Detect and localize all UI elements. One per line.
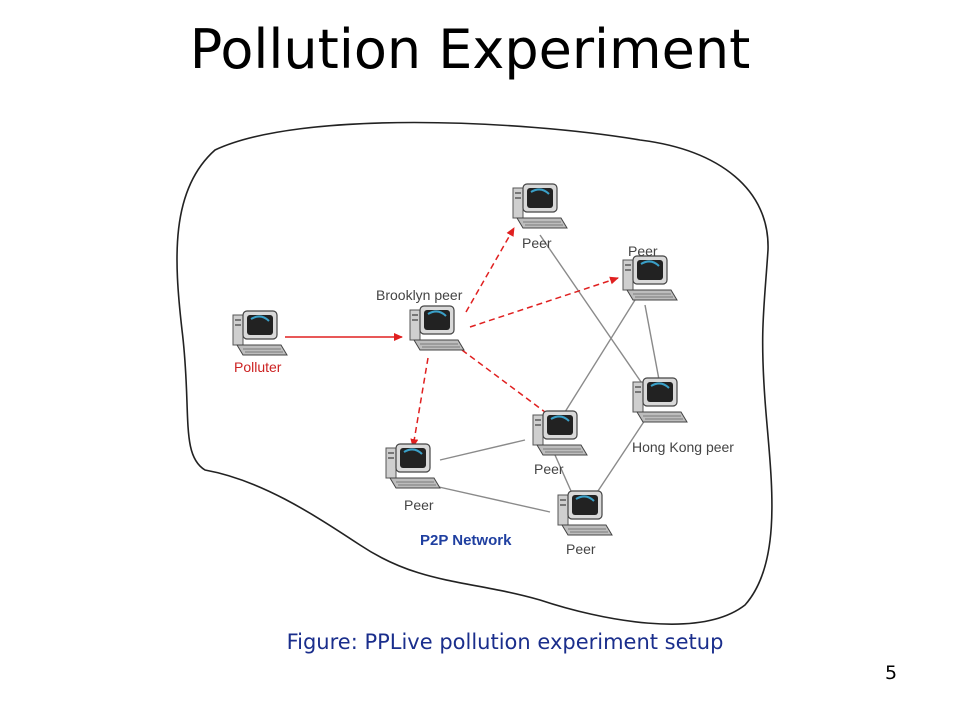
peer-right-computer-icon — [622, 255, 678, 301]
hongkong-peer-computer-icon — [632, 377, 688, 423]
peer-center-computer-icon — [532, 410, 588, 456]
peer-bottom-computer-icon — [557, 490, 613, 536]
link-top-hongkong — [539, 234, 651, 396]
link-brooklyn-center — [461, 349, 554, 419]
slide-title: Pollution Experiment — [189, 18, 751, 81]
brooklyn-peer-label: Brooklyn peer — [376, 287, 463, 303]
network-label: P2P Network — [420, 532, 512, 549]
peer-links — [429, 234, 661, 513]
link-brooklyn-top — [465, 227, 515, 313]
page-number: 5 — [885, 662, 898, 684]
peer-top-computer-icon — [512, 183, 568, 229]
hongkong-peer-label: Hong Kong peer — [632, 439, 734, 455]
link-brooklyn-left — [410, 357, 429, 448]
polluter-label: Polluter — [234, 359, 282, 375]
link-brooklyn-right — [469, 276, 619, 328]
peer-bottom-label: Peer — [566, 541, 596, 557]
network-boundary — [176, 121, 773, 625]
peer-left-computer-icon — [385, 443, 441, 489]
link-right-hongkong — [644, 304, 661, 386]
polluter-computer-icon — [232, 310, 288, 356]
link-right-center — [559, 299, 636, 421]
peer-right-label: Peer — [628, 243, 658, 259]
link-hongkong-bottom — [591, 419, 646, 501]
peer-left-label: Peer — [404, 497, 434, 513]
link-center-left — [439, 439, 526, 461]
attack-links — [285, 227, 619, 448]
peer-center-label: Peer — [534, 461, 564, 477]
peer-top-label: Peer — [522, 235, 552, 251]
brooklyn-peer-computer-icon — [409, 305, 465, 351]
link-left-bottom — [429, 484, 551, 513]
figure-caption: Figure: PPLive pollution experiment setu… — [286, 630, 724, 654]
